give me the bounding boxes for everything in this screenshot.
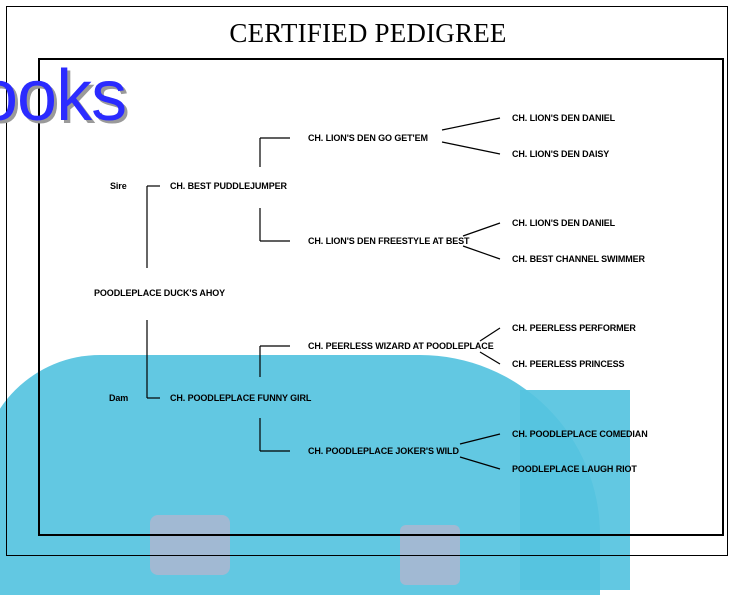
- background-shape: [520, 390, 630, 590]
- connector: [462, 245, 501, 260]
- connector: [462, 222, 501, 237]
- sire-sire-name: CH. LION'S DEN GO GET'EM: [308, 133, 428, 143]
- connector: [459, 456, 501, 470]
- connector: [441, 117, 501, 131]
- watermark-logo: ooks: [0, 56, 127, 136]
- dam-name: CH. POODLEPLACE FUNNY GIRL: [170, 393, 312, 403]
- dog-name: POODLEPLACE DUCK'S AHOY: [94, 288, 226, 298]
- dam-dam-name: CH. POODLEPLACE JOKER'S WILD: [308, 446, 459, 456]
- page-border: [6, 6, 728, 556]
- page-title: CERTIFIED PEDIGREE: [229, 18, 507, 48]
- sire-name: CH. BEST PUDDLEJUMPER: [170, 181, 287, 191]
- gen3-name: CH. PEERLESS PERFORMER: [512, 323, 636, 333]
- gen3-name: POODLEPLACE LAUGH RIOT: [512, 464, 637, 474]
- dam-sire-name: CH. PEERLESS WIZARD AT POODLEPLACE: [308, 341, 494, 351]
- sire-dam-name: CH. LION'S DEN FREESTYLE AT BEST: [308, 236, 470, 246]
- gen3-name: CH. LION'S DEN DANIEL: [512, 218, 616, 228]
- connector: [479, 327, 501, 342]
- gen3-name: CH. PEERLESS PRINCESS: [512, 359, 625, 369]
- gen3-name: CH. LION'S DEN DAISY: [512, 149, 610, 159]
- gen3-name: CH. BEST CHANNEL SWIMMER: [512, 254, 645, 264]
- gen3-name: CH. LION'S DEN DANIEL: [512, 113, 616, 123]
- dam-label: Dam: [109, 393, 129, 403]
- pedigree-connectors: [146, 117, 501, 470]
- sire-label: Sire: [110, 181, 127, 191]
- connector: [459, 433, 501, 445]
- connector: [441, 141, 501, 155]
- connector: [479, 351, 501, 365]
- gen3-name: CH. POODLEPLACE COMEDIAN: [512, 429, 648, 439]
- pedigree-frame: [38, 58, 724, 536]
